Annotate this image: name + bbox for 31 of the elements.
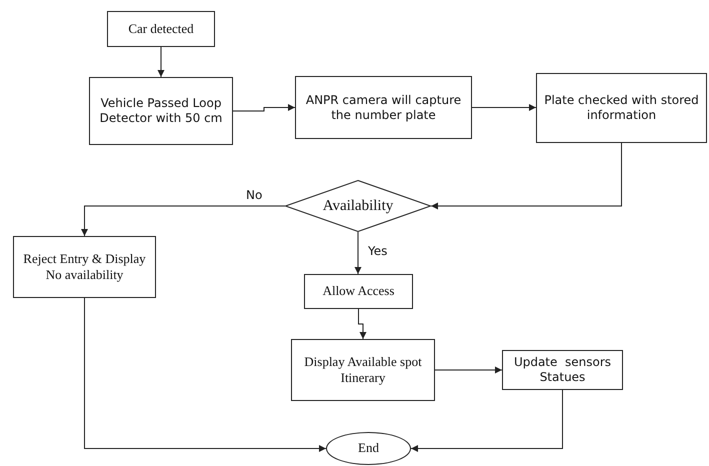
node-text: Plate checked with stored information xyxy=(543,93,700,123)
node-text: Availability xyxy=(322,196,394,216)
arrow xyxy=(410,390,563,452)
node-text: End xyxy=(358,440,379,457)
node-text: Display Available spot Itinerary xyxy=(303,354,423,386)
process-box xyxy=(502,350,623,390)
node-text: Update sensors Statues xyxy=(512,355,612,385)
arrow xyxy=(84,298,326,452)
node-text: Car detected xyxy=(128,20,194,38)
process-box xyxy=(536,73,707,143)
node-text: Reject Entry & Display No availability xyxy=(22,250,147,284)
decision-diamond xyxy=(285,180,431,232)
arrow xyxy=(430,142,622,210)
node-text: Vehicle Passed Loop Detector with 50 cm xyxy=(98,96,224,126)
node-text: Allow Access xyxy=(322,283,394,300)
arrow xyxy=(434,366,502,374)
arrow xyxy=(354,232,362,274)
process-box xyxy=(295,76,472,139)
node-text: ANPR camera will capture the number plate xyxy=(304,92,462,122)
process-box xyxy=(107,11,215,47)
arrow xyxy=(81,206,286,236)
arrow xyxy=(358,308,366,340)
process-box xyxy=(304,274,413,309)
edge-label: Yes xyxy=(366,244,390,258)
arrow xyxy=(472,104,536,111)
process-box xyxy=(291,339,435,401)
arrow xyxy=(158,46,164,78)
edge-label: No xyxy=(244,188,264,202)
arrow xyxy=(232,104,296,112)
process-box xyxy=(13,236,156,298)
process-box xyxy=(89,77,233,145)
